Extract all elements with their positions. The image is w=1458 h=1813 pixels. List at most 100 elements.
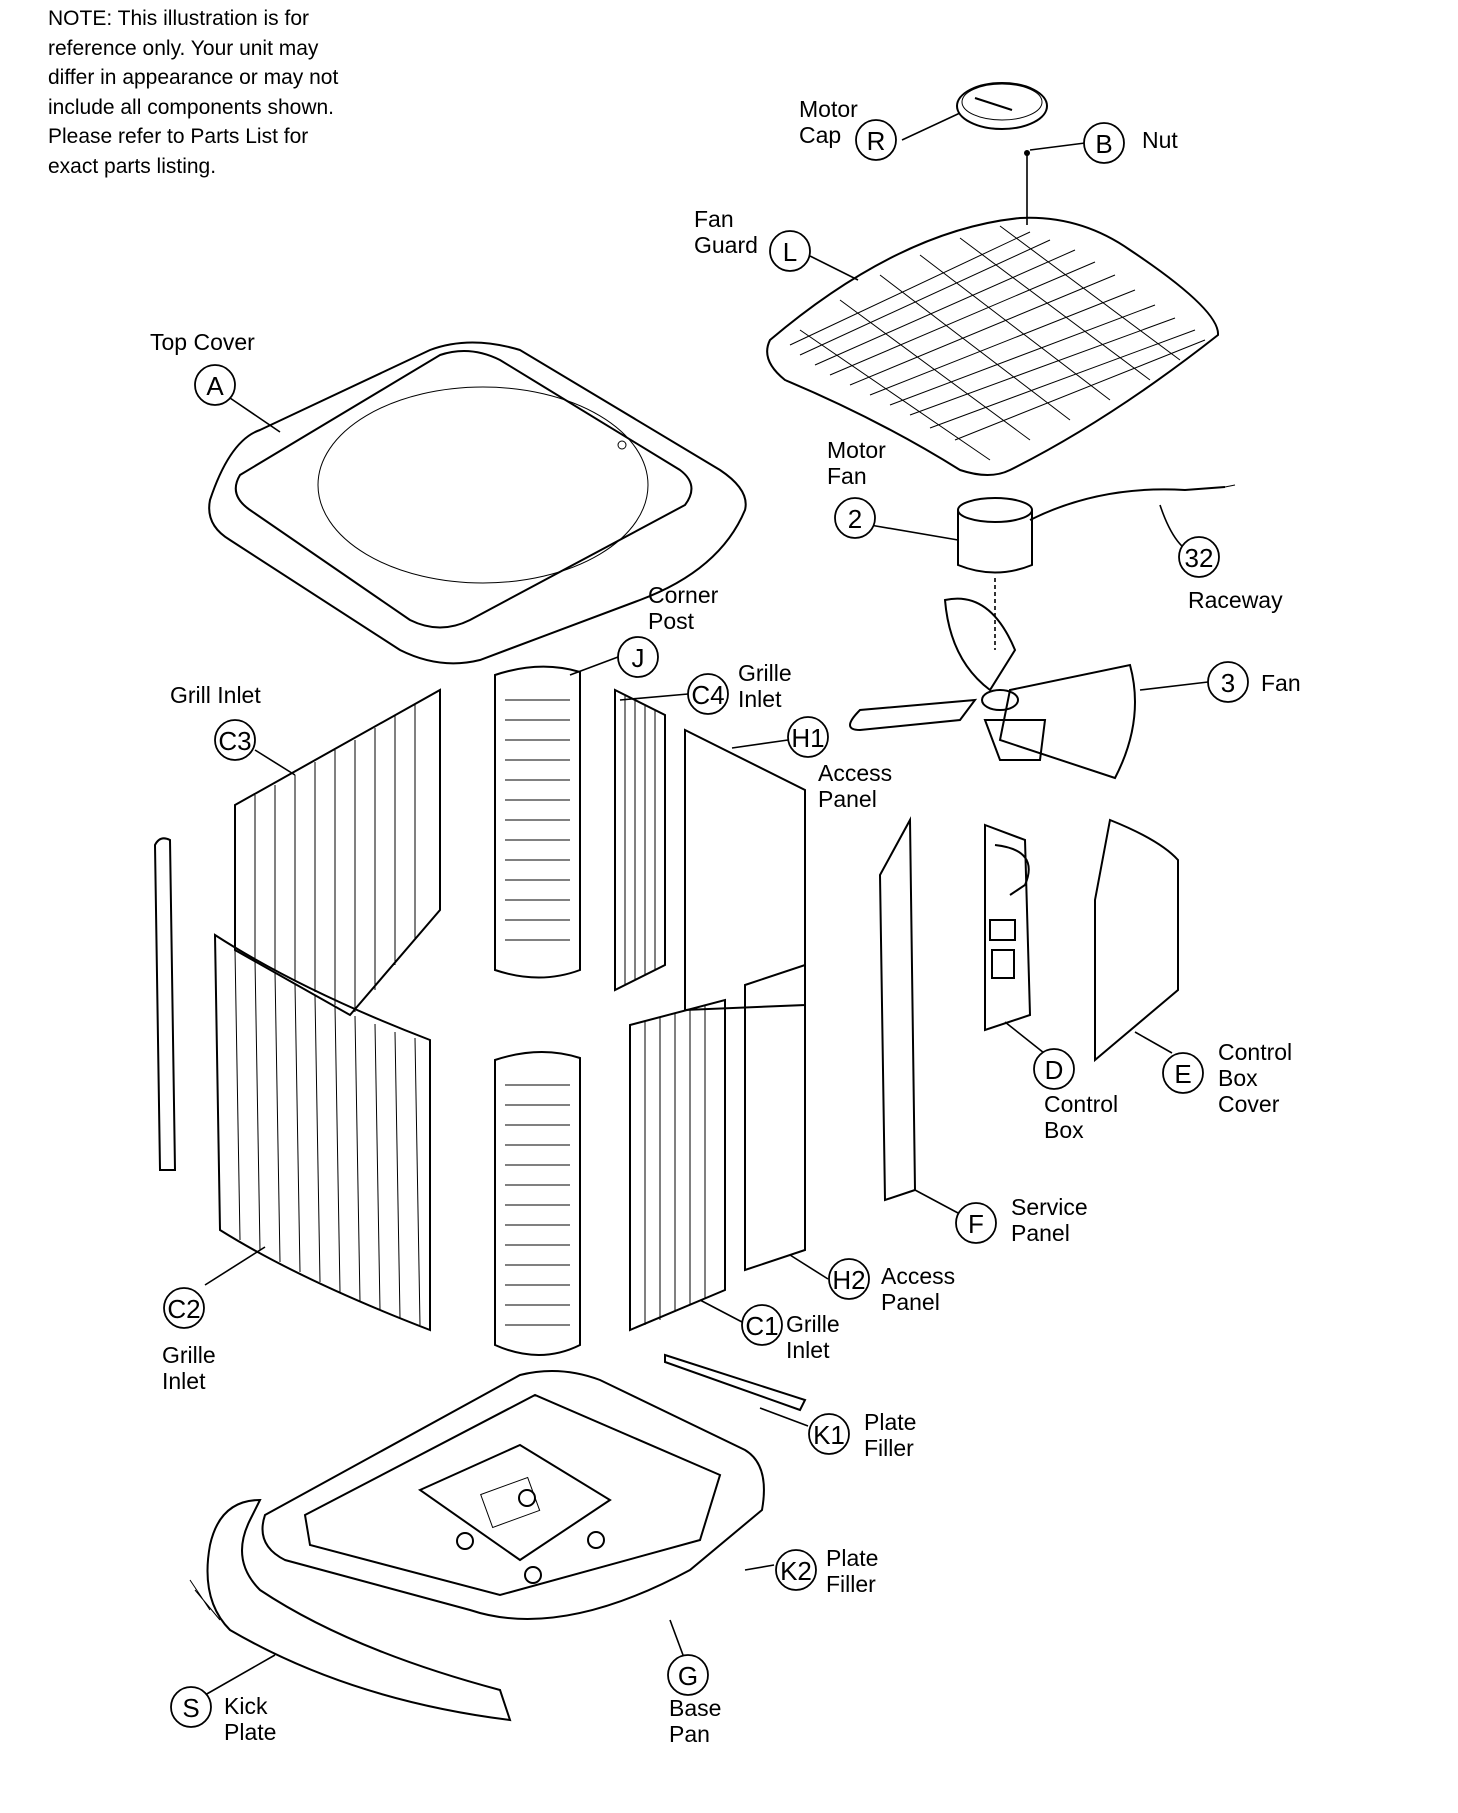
grille-inlet-c4-part [614, 688, 666, 992]
callout-code-c3: C3 [218, 726, 251, 756]
callout-K2: K2 Plate Filler [775, 1545, 878, 1597]
callout-A: A Top Cover [150, 329, 255, 406]
grille-inlet-c3-part [234, 688, 441, 1017]
callout-bubble-k1 [808, 1413, 850, 1455]
corner-post-front-part [494, 1051, 581, 1356]
callout-code-k2: K2 [780, 1556, 812, 1586]
grille-inlet-c2-part [213, 933, 431, 1332]
label-raceway: Raceway [1188, 587, 1283, 613]
callout-K1: K1 Plate Filler [808, 1409, 916, 1461]
callout-H1: H1 Access Panel [787, 716, 892, 812]
callout-bubble-g [667, 1654, 709, 1696]
label-corner-post-line1: Corner [648, 582, 719, 608]
label-access-panel-h2-line2: Panel [881, 1289, 940, 1315]
label-top-cover: Top Cover [150, 329, 255, 355]
callout-code-b: B [1095, 129, 1112, 159]
label-plate-filler-k1-line2: Filler [864, 1435, 914, 1461]
top-cover-part [208, 341, 747, 665]
callout-bubble-c3 [214, 719, 256, 761]
callout-code-c4: C4 [691, 680, 724, 710]
callout-bubble-e [1162, 1052, 1204, 1094]
label-motor-cap-line1: Motor [799, 96, 858, 122]
callout-bubble-3 [1207, 661, 1249, 703]
callout-code-2: 2 [848, 504, 862, 534]
callout-C2: C2 Grille Inlet [162, 1287, 216, 1394]
nut-part [1024, 150, 1030, 156]
callout-32: 32 Raceway [1178, 536, 1283, 613]
callout-bubble-d [1033, 1048, 1075, 1090]
callout-code-c1: C1 [745, 1311, 778, 1341]
callout-code-a: A [206, 371, 224, 401]
callout-bubble-2 [834, 497, 876, 539]
label-control-box-line2: Box [1044, 1117, 1084, 1143]
callout-code-g: G [678, 1661, 698, 1691]
label-kick-plate-line1: Kick [224, 1693, 268, 1719]
callout-E: E Control Box Cover [1162, 1039, 1292, 1117]
callout-C4: C4 Grille Inlet [687, 660, 792, 715]
label-motor-cap-line2: Cap [799, 122, 841, 148]
callout-code-s: S [182, 1693, 199, 1723]
label-control-box-cover-line2: Box [1218, 1065, 1258, 1091]
label-fan-guard-line1: Fan [694, 206, 734, 232]
label-plate-filler-k2-line2: Filler [826, 1571, 876, 1597]
callout-bubble-c4 [687, 673, 729, 715]
label-access-panel-h1-line1: Access [818, 760, 892, 786]
label-grille-inlet-c2-line1: Grille [162, 1342, 216, 1368]
motor-cap-part [956, 82, 1048, 130]
callout-code-k1: K1 [813, 1420, 845, 1450]
callout-F: F Service Panel [955, 1194, 1088, 1246]
label-service-panel-line2: Panel [1011, 1220, 1070, 1246]
callout-bubble-h1 [787, 716, 829, 758]
callout-R: R Motor Cap [799, 96, 897, 161]
label-plate-filler-k1-line1: Plate [864, 1409, 916, 1435]
motor-part [957, 484, 1236, 650]
callout-code-e: E [1174, 1059, 1191, 1089]
callout-code-l: L [783, 237, 797, 267]
callout-bubble-c1 [741, 1304, 783, 1346]
label-fan: Fan [1261, 670, 1301, 696]
label-control-box-cover-line3: Cover [1218, 1091, 1280, 1117]
label-access-panel-h1-line2: Panel [818, 786, 877, 812]
callout-code-h2: H2 [832, 1265, 865, 1295]
label-access-panel-h2-line1: Access [881, 1263, 955, 1289]
label-motor-fan-line1: Motor [827, 437, 886, 463]
label-grill-inlet: Grill Inlet [170, 682, 261, 708]
label-control-box-line1: Control [1044, 1091, 1118, 1117]
callout-code-3: 3 [1221, 668, 1235, 698]
callout-code-32: 32 [1185, 543, 1214, 573]
reference-note: NOTE: This illustration is for reference… [48, 7, 339, 178]
callout-bubble-j [617, 636, 659, 678]
label-grille-inlet-c2-line2: Inlet [162, 1368, 206, 1394]
callout-bubble-a [194, 364, 236, 406]
callout-C3: C3 Grill Inlet [170, 682, 261, 761]
callout-code-d: D [1045, 1055, 1064, 1085]
base-pan-part [261, 1370, 765, 1620]
callout-H2: H2 Access Panel [828, 1258, 955, 1315]
side-strip-part [153, 837, 177, 1171]
callout-code-f: F [968, 1209, 984, 1239]
callout-3: 3 Fan [1207, 661, 1301, 703]
callout-bubble-b [1083, 122, 1125, 164]
label-corner-post-line2: Post [648, 608, 695, 634]
callout-bubble-32 [1178, 536, 1220, 578]
callout-code-h1: H1 [791, 723, 824, 753]
access-panel-h1-part [684, 728, 806, 1012]
control-box-cover-part [1094, 818, 1179, 1063]
label-service-panel-line1: Service [1011, 1194, 1088, 1220]
callout-bubble-r [855, 119, 897, 161]
label-base-pan-line1: Base [669, 1695, 721, 1721]
label-grille-inlet-c4-line1: Grille [738, 660, 792, 686]
fan-blade-part [849, 597, 1136, 780]
label-motor-fan-line2: Fan [827, 463, 867, 489]
label-base-pan-line2: Pan [669, 1721, 710, 1747]
callout-S: S Kick Plate [170, 1686, 276, 1745]
callout-code-c2: C2 [167, 1294, 200, 1324]
callout-bubble-k2 [775, 1549, 817, 1591]
label-kick-plate-line2: Plate [224, 1719, 276, 1745]
label-plate-filler-k2-line1: Plate [826, 1545, 878, 1571]
callout-J: J Corner Post [617, 582, 719, 678]
callout-code-j: J [632, 643, 645, 673]
service-panel-part [878, 816, 917, 1202]
callout-C1: C1 Grille Inlet [741, 1304, 840, 1363]
